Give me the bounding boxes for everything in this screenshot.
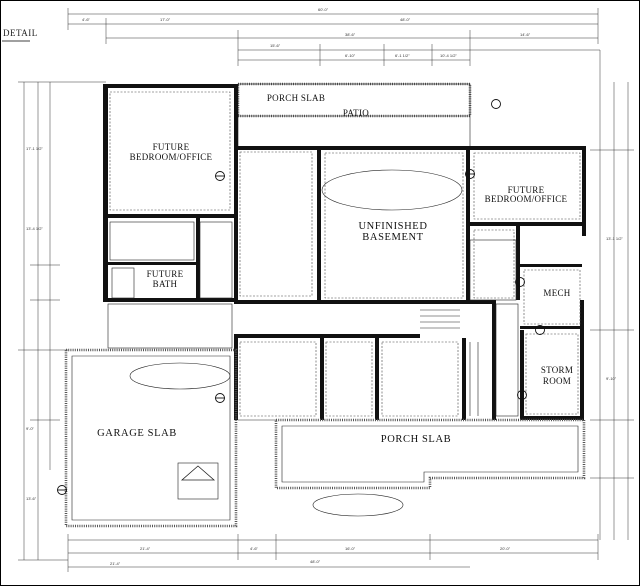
svg-text:17'-1 1/2": 17'-1 1/2" [26, 146, 43, 151]
svg-text:6'-1 1/2": 6'-1 1/2" [395, 53, 410, 58]
svg-text:10'-4 1/2": 10'-4 1/2" [440, 53, 457, 58]
porch-slab-bottom-area [238, 418, 586, 490]
svg-text:13'-6": 13'-6" [26, 496, 37, 501]
future-bath-label-1: FUTURE [147, 269, 184, 279]
svg-text:48'-0": 48'-0" [310, 559, 321, 564]
future-bedroom-left-label-1: FUTURE [153, 142, 190, 152]
svg-text:9'-0": 9'-0" [26, 426, 35, 431]
left-dimension-lines: 17'-1 1/2" 13'-4 1/2" 9'-0" 13'-6" [18, 81, 106, 561]
svg-text:4'-6": 4'-6" [82, 17, 91, 22]
note-ovals [129, 169, 463, 517]
svg-text:15'-6": 15'-6" [270, 43, 281, 48]
svg-text:14'-6": 14'-6" [520, 32, 531, 37]
svg-text:38'-6": 38'-6" [345, 32, 356, 37]
future-bedroom-right-label-2: BEDROOM/OFFICE [485, 194, 568, 204]
svg-text:16'-0": 16'-0" [345, 546, 356, 551]
interior-outlines [107, 91, 581, 417]
future-bath-label-2: BATH [153, 279, 178, 289]
svg-text:20'-0": 20'-0" [500, 546, 511, 551]
storm-room-label-2: ROOM [543, 376, 571, 386]
unfinished-basement-label-2: BASEMENT [362, 232, 423, 243]
bottom-dimension-lines: 21'-4" 4'-6" 16'-0" 20'-0" 48'-0" 21'-4" [67, 534, 599, 572]
svg-text:4'-6": 4'-6" [250, 546, 259, 551]
mech-label: MECH [543, 288, 570, 298]
unfinished-basement-label-1: UNFINISHED [359, 221, 428, 232]
svg-text:21'-4": 21'-4" [140, 546, 151, 551]
detail-label: DETAIL [3, 28, 38, 38]
porch-slab-bottom-label: PORCH SLAB [381, 434, 451, 445]
svg-text:6'-10": 6'-10" [345, 53, 356, 58]
svg-text:9'-10": 9'-10" [606, 376, 617, 381]
future-bedroom-left-label-2: BEDROOM/OFFICE [130, 152, 213, 162]
future-bedroom-right-label-1: FUTURE [508, 185, 545, 195]
svg-text:17'-0": 17'-0" [160, 17, 171, 22]
section-markers [57, 99, 545, 495]
right-dimension-lines: 13'-1 1/2" 9'-10" [590, 50, 634, 540]
svg-text:13'-4 1/2": 13'-4 1/2" [26, 226, 43, 231]
top-dimension-lines: 4'-6" 17'-0" 60'-0" 48'-0" 38'-6" 14'-6"… [67, 7, 600, 66]
svg-text:48'-0": 48'-0" [400, 17, 411, 22]
garage-slab-area [64, 348, 238, 528]
garage-slab-label: GARAGE SLAB [97, 428, 177, 439]
room-labels: PORCH SLAB PATIO FUTURE BEDROOM/OFFICE F… [97, 93, 573, 445]
patio-label: PATIO [343, 108, 369, 118]
svg-text:13'-1 1/2": 13'-1 1/2" [606, 236, 623, 241]
storm-room-label-1: STORM [541, 365, 573, 375]
svg-text:21'-4": 21'-4" [110, 561, 121, 566]
svg-text:60'-0": 60'-0" [318, 7, 329, 12]
porch-slab-top-label: PORCH SLAB [267, 93, 325, 103]
walls [103, 84, 586, 420]
